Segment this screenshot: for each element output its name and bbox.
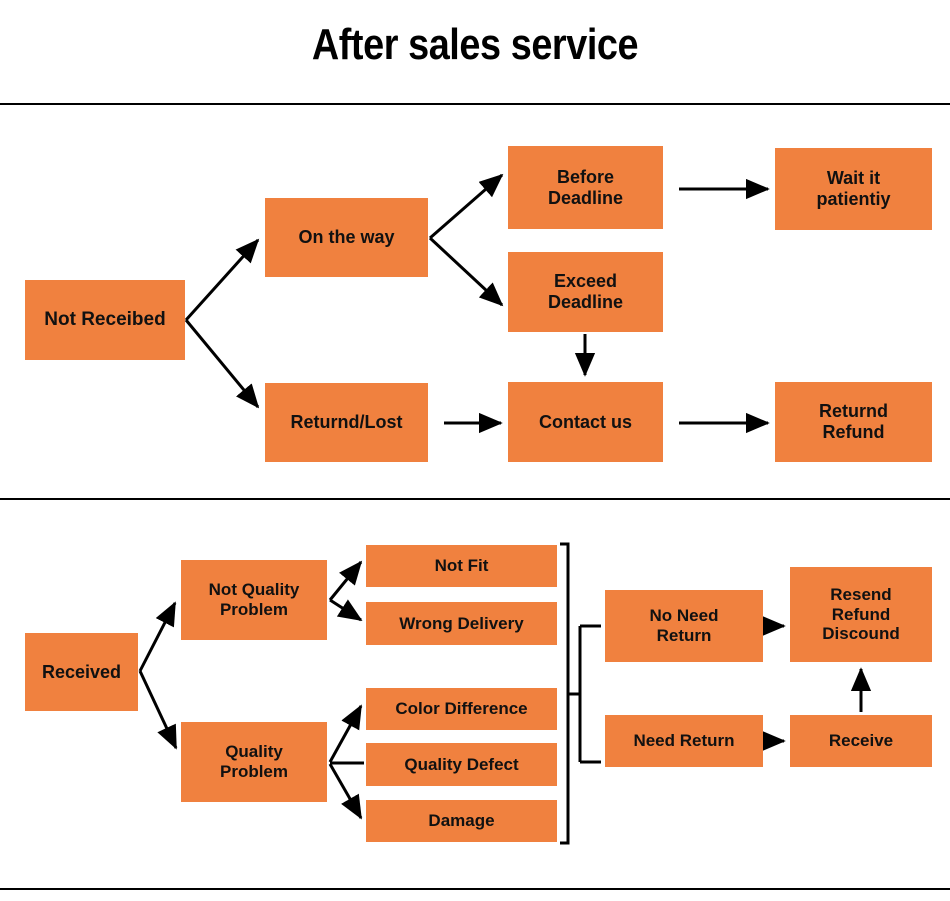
- page-title: After sales service: [311, 20, 639, 69]
- node-not-quality-problem[interactable]: Not Quality Problem: [181, 560, 327, 640]
- divider-bottom: [0, 888, 950, 890]
- node-returnd-lost[interactable]: Returnd/Lost: [265, 383, 428, 462]
- node-before-deadline[interactable]: Before Deadline: [508, 146, 663, 229]
- node-quality-defect[interactable]: Quality Defect: [366, 743, 557, 786]
- node-quality-problem[interactable]: Quality Problem: [181, 722, 327, 802]
- node-color-difference[interactable]: Color Difference: [366, 688, 557, 730]
- node-not-fit[interactable]: Not Fit: [366, 545, 557, 587]
- node-damage[interactable]: Damage: [366, 800, 557, 842]
- node-contact-us[interactable]: Contact us: [508, 382, 663, 462]
- node-need-return[interactable]: Need Return: [605, 715, 763, 767]
- node-received[interactable]: Received: [25, 633, 138, 711]
- divider-top: [0, 103, 950, 105]
- node-exceed-deadline[interactable]: Exceed Deadline: [508, 252, 663, 332]
- node-not-received[interactable]: Not Receibed: [25, 280, 185, 360]
- node-wait-it-patiently[interactable]: Wait it patientiy: [775, 148, 932, 230]
- node-returnd-refund[interactable]: Returnd Refund: [775, 382, 932, 462]
- node-resend-refund-discound[interactable]: Resend Refund Discound: [790, 567, 932, 662]
- node-on-the-way[interactable]: On the way: [265, 198, 428, 277]
- node-wrong-delivery[interactable]: Wrong Delivery: [366, 602, 557, 645]
- node-no-need-return[interactable]: No Need Return: [605, 590, 763, 662]
- node-receive[interactable]: Receive: [790, 715, 932, 767]
- divider-middle: [0, 498, 950, 500]
